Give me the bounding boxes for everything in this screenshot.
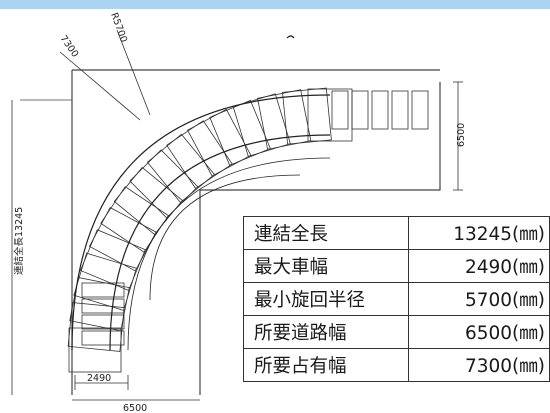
vehicle-outline (129, 149, 199, 219)
table-row: 最大車幅 2490(㎜) (243, 249, 550, 283)
spec-value: 6500(㎜) (407, 315, 550, 349)
vehicle-outline (88, 207, 157, 272)
vehicle-outline (351, 90, 369, 130)
vehicle-outline (411, 90, 429, 130)
vehicle-outline (146, 133, 215, 203)
radius-label: R5700 (108, 11, 129, 44)
vehicle-outline (79, 229, 146, 291)
turning-arcs (71, 94, 331, 351)
top-color-band (0, 0, 550, 9)
vehicle-outline (257, 89, 312, 150)
spec-label: 最小旋回半径 (243, 282, 409, 316)
road-width-bottom-label: 6500 (123, 403, 147, 413)
vehicle-outline (232, 93, 291, 157)
vehicle-outline (69, 277, 130, 332)
vehicle-width-label: 2490 (87, 373, 111, 384)
radius-leaders (59, 29, 151, 121)
spec-value: 5700(㎜) (407, 282, 550, 316)
vehicle-outline (371, 90, 389, 130)
spec-value: 2490(㎜) (407, 249, 550, 283)
vehicle-outline (113, 166, 183, 235)
vehicle-outline (187, 108, 252, 177)
road-width-right-label: 6500 (456, 123, 467, 147)
spec-label: 最大車幅 (243, 249, 409, 283)
table-row: 所要道路幅 6500(㎜) (243, 315, 550, 349)
spec-label: 所要占有幅 (243, 348, 409, 382)
spec-label: 連結全長 (243, 216, 409, 250)
vehicle-outline (307, 88, 353, 142)
overall-length-label: 連結全長13245 (13, 207, 25, 275)
vehicle-outline (67, 302, 125, 352)
small-mark (286, 35, 295, 39)
vehicle-outline (81, 330, 125, 346)
spec-value: 7300(㎜) (407, 348, 550, 382)
vehicle-outline (68, 327, 122, 373)
vehicle-outline (209, 99, 271, 166)
spec-label: 所要道路幅 (243, 315, 409, 349)
vehicle-outline (282, 87, 332, 145)
vehicle-outline (81, 314, 125, 330)
vehicle-outline (73, 252, 137, 311)
table-row: 所要占有幅 7300(㎜) (243, 348, 550, 382)
vehicle-outline (81, 282, 125, 298)
vehicle-outline (391, 90, 409, 130)
vehicle-outline (331, 90, 349, 130)
swept-width-label: 7300 (58, 33, 81, 59)
table-row: 最小旋回半径 5700(㎜) (243, 282, 550, 316)
vehicle-outline (166, 120, 233, 190)
spec-value: 13245(㎜) (407, 216, 550, 250)
spec-table: 連結全長 13245(㎜) 最大車幅 2490(㎜) 最小旋回半径 5700(㎜… (243, 216, 550, 382)
vehicle-outline (81, 298, 125, 314)
dimension-lines (11, 81, 463, 401)
table-row: 連結全長 13245(㎜) (243, 216, 550, 250)
